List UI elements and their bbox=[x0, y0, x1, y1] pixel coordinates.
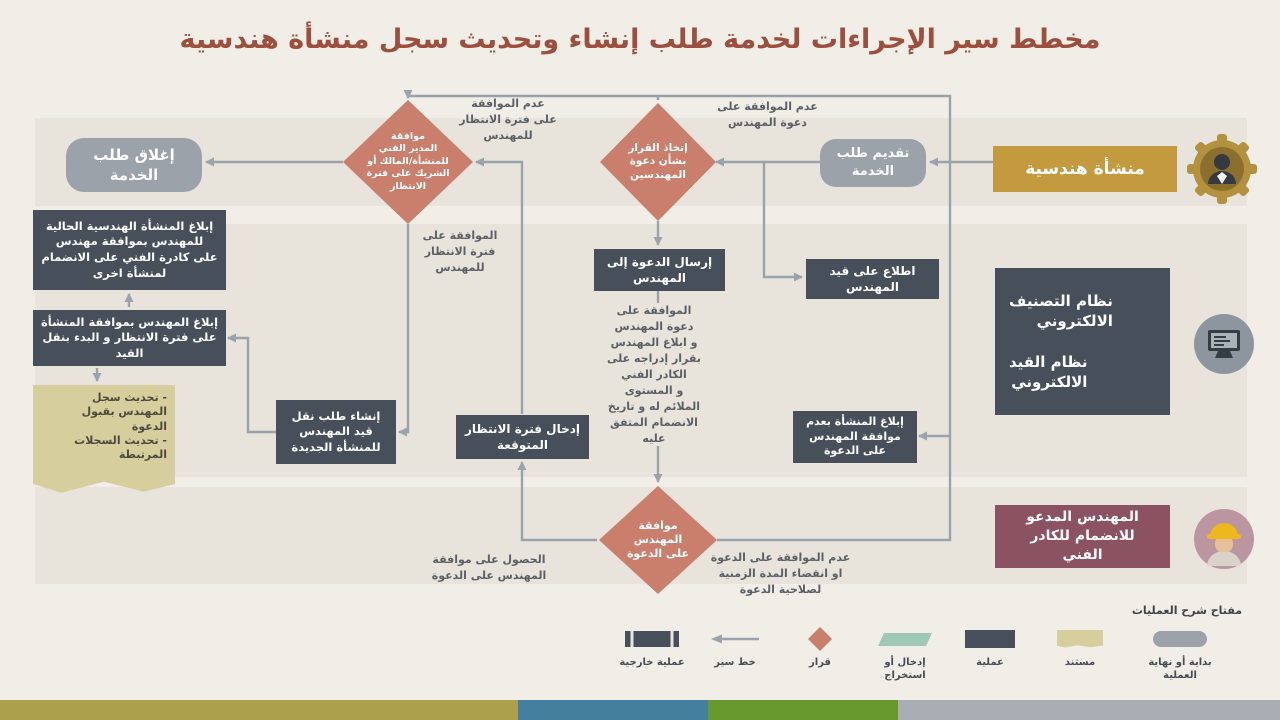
legend-item-external-process: عملية خارجية bbox=[610, 628, 694, 669]
node-inform-current-facility: إبلاغ المنشأة الهندسية الحالية للمهندس ب… bbox=[33, 210, 226, 290]
lane-system-label-bottom: نظام القيد الالكتروني bbox=[1009, 353, 1088, 392]
document-shape-icon bbox=[1057, 628, 1103, 650]
legend-item-document-label: مستند bbox=[1064, 657, 1096, 668]
flow-line-arrow-icon bbox=[709, 628, 761, 650]
footer-color-bar bbox=[0, 700, 1280, 720]
edge-label-invite-approved-details: الموافقة على دعوة المهندس و ابلاغ المهند… bbox=[585, 303, 723, 447]
legend-item-input-output-label: إدخال أو استخراج bbox=[884, 657, 926, 681]
edge-label-yes-waiting: الموافقة على فترة الانتظار للمهندس bbox=[422, 229, 498, 274]
lane-engineer-label: المهندس المدعو للانضمام للكادر الفني bbox=[995, 505, 1170, 568]
legend-item-start-end-label: بداية أو نهاية العملية bbox=[1148, 657, 1212, 681]
legend-item-flow-line: خط سير bbox=[693, 628, 777, 669]
node-view-engineer-record: اطلاع على قيد المهندس bbox=[806, 259, 939, 299]
external-process-shape-icon bbox=[625, 628, 679, 650]
legend-item-decision-label: قرار bbox=[809, 657, 831, 668]
engineer-helmet-icon bbox=[1185, 502, 1261, 578]
node-create-transfer-request: إنشاء طلب نقل قيد المهندس للمنشأة الجديد… bbox=[276, 400, 396, 464]
process-shape-icon bbox=[965, 628, 1015, 650]
legend-item-decision: قرار bbox=[778, 627, 862, 669]
footer-segment-gray bbox=[898, 700, 1280, 720]
node-send-invitation: إرسال الدعوة إلى المهندس bbox=[594, 249, 725, 291]
computer-icon bbox=[1185, 307, 1261, 383]
node-enter-waiting-period: إدخال فترة الانتظار المتوقعة bbox=[456, 415, 589, 459]
legend-item-process: عملية bbox=[948, 628, 1032, 669]
node-inform-engineer-approval: إبلاغ المهندس بموافقة المنشأة على فترة ا… bbox=[33, 310, 226, 366]
start-end-shape-icon bbox=[1153, 628, 1207, 650]
legend-item-input-output: إدخال أو استخراج bbox=[863, 628, 947, 682]
legend-item-flow-line-label: خط سير bbox=[714, 657, 756, 668]
edge-label-no-waiting: عدم الموافقة على فترة الانتظار للمهندس bbox=[459, 97, 557, 142]
node-submit-request: تقديم طلب الخدمة bbox=[820, 139, 926, 187]
footer-segment-green bbox=[708, 700, 898, 720]
lane-system-label-top: نظام التصنيف الالكتروني bbox=[1009, 291, 1113, 330]
gear-person-icon bbox=[1184, 131, 1260, 207]
node-inform-facility-rejection: إبلاغ المنشأة بعدم موافقة المهندس على ال… bbox=[793, 411, 917, 463]
input-output-shape-icon bbox=[878, 628, 932, 650]
lane-system-label: نظام التصنيف الالكتروني نظام القيد الالك… bbox=[995, 268, 1170, 415]
edge-label-engineer-approved: الحصول على موافقة المهندس على الدعوة bbox=[431, 553, 547, 582]
document-update-records: - تحديث سجل المهندس بقبول الدعوة - تحديث… bbox=[33, 385, 175, 493]
legend-item-external-process-label: عملية خارجية bbox=[619, 657, 685, 668]
legend-item-process-label: عملية bbox=[976, 657, 1004, 668]
edge-label-engineer-rejected: عدم الموافقة على الدعوة او انقضاء المدة … bbox=[710, 551, 851, 596]
footer-segment-olive bbox=[0, 700, 518, 720]
decision-shape-icon bbox=[808, 627, 832, 651]
node-close-request: إغلاق طلب الخدمة bbox=[66, 138, 202, 192]
page-title: مخطط سير الإجراءات لخدمة طلب إنشاء وتحدي… bbox=[179, 24, 1101, 55]
legend-title: مفتاح شرح العمليات bbox=[1131, 604, 1242, 617]
legend-item-document: مستند bbox=[1038, 628, 1122, 669]
footer-segment-blue bbox=[518, 700, 708, 720]
edge-label-no-invite: عدم الموافقة على دعوة المهندس bbox=[717, 100, 818, 129]
legend-item-start-end: بداية أو نهاية العملية bbox=[1138, 628, 1222, 682]
lane-facility-label: منشأة هندسية bbox=[993, 146, 1177, 192]
